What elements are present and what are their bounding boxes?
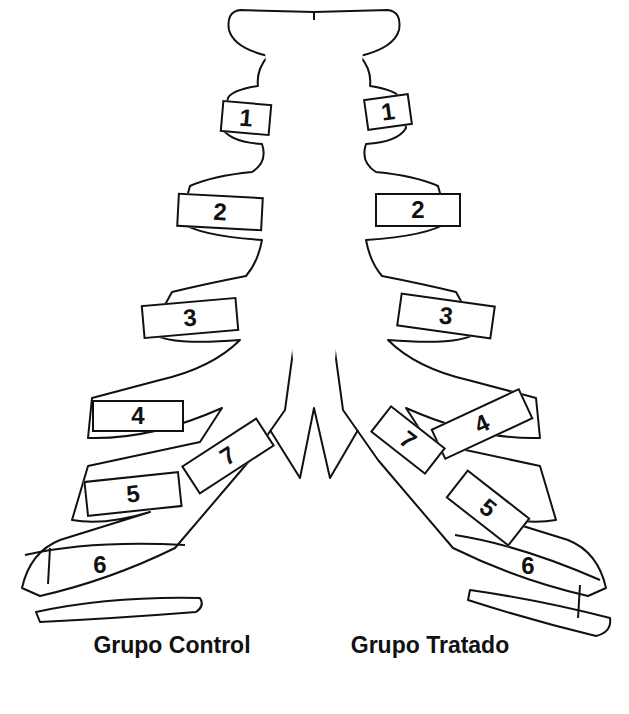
segment-number: 6 <box>521 554 534 578</box>
segment-number: 6 <box>93 553 106 577</box>
rib-right-upper <box>455 535 600 580</box>
segment-number: 5 <box>475 494 500 521</box>
bone-segment-box: 2 <box>176 193 264 231</box>
group-label: Grupo Control <box>87 630 257 661</box>
segment-number: 7 <box>395 426 420 453</box>
bone-segment-box: 7 <box>370 405 446 475</box>
segment-number: 2 <box>411 198 424 222</box>
rib-right <box>468 590 610 636</box>
bone-segment-box: 3 <box>141 297 240 339</box>
rib-left <box>36 598 202 622</box>
cut-line <box>578 585 580 618</box>
bone-segment-box: 5 <box>83 471 182 517</box>
segment-number: 4 <box>131 404 144 428</box>
bone-segment-box: 4 <box>92 400 184 432</box>
xiphoid-process <box>270 408 358 478</box>
cut-line <box>48 548 50 584</box>
bone-segment-box: 4 <box>430 388 533 460</box>
group-label: Grupo Tratado <box>345 630 515 661</box>
bone-segment-box: 1 <box>220 100 273 136</box>
bone-segment-box: 6 <box>70 549 130 581</box>
bone-segment-box: 3 <box>396 292 496 339</box>
sternum-body <box>262 20 366 420</box>
segment-number: 3 <box>438 303 455 329</box>
segment-number: 2 <box>213 200 228 225</box>
segment-number: 1 <box>238 105 253 130</box>
segment-number: 4 <box>471 410 493 437</box>
bone-segment-box: 5 <box>445 469 530 547</box>
bone-segment-box: 1 <box>363 93 413 131</box>
segment-number: 3 <box>182 305 197 330</box>
segment-number: 1 <box>380 99 397 125</box>
bone-segment-box: 6 <box>498 550 558 582</box>
segment-number: 7 <box>216 442 240 469</box>
bone-segment-box: 2 <box>375 193 461 227</box>
bone-segment-box: 7 <box>181 417 275 495</box>
segment-number: 5 <box>125 481 141 506</box>
